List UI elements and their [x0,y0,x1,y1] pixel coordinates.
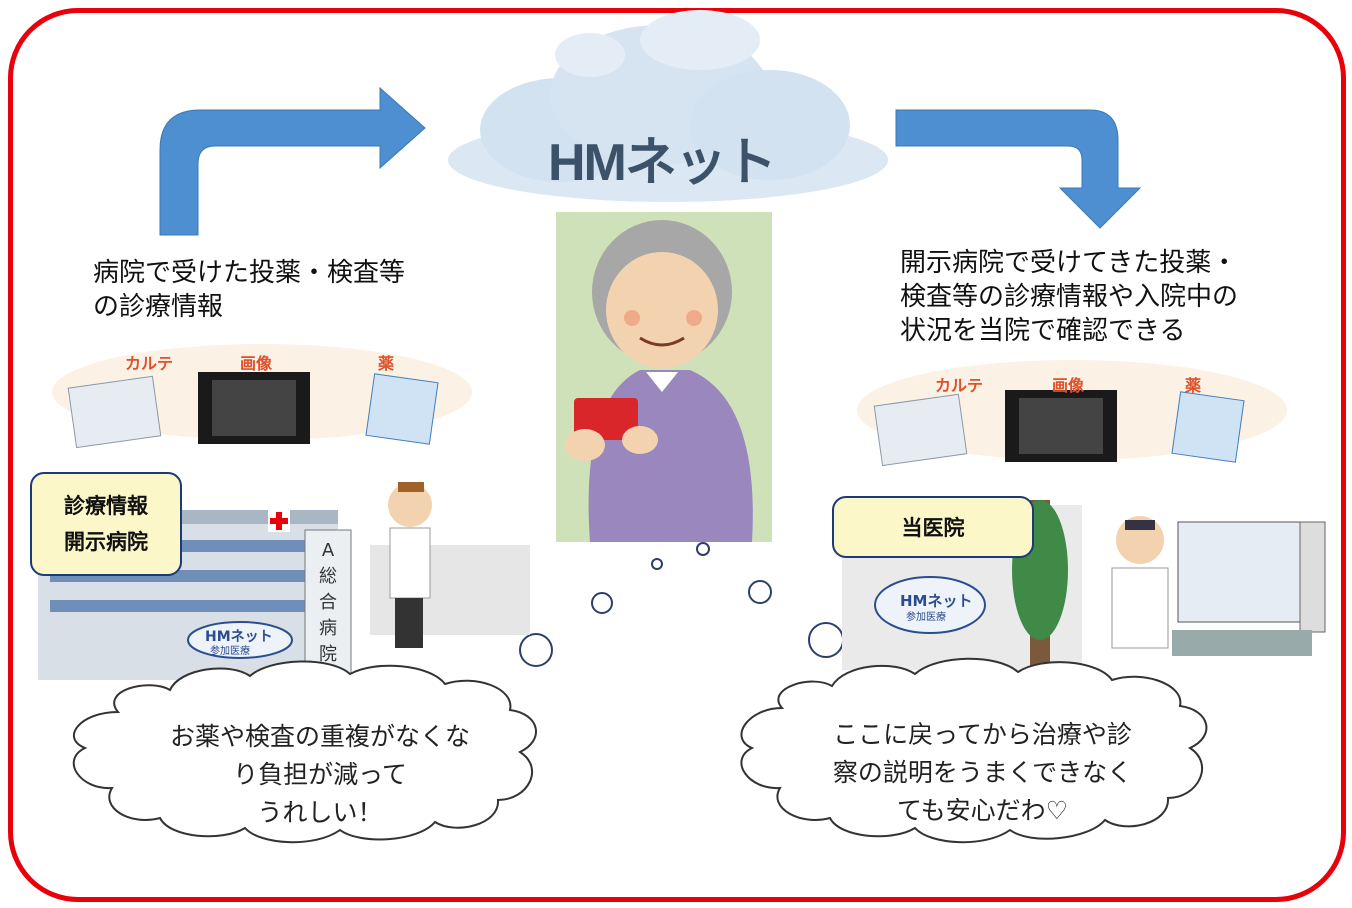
doctor-computer-illustration [1111,516,1326,656]
disclosing-hospital-label: 診療情報 開示病院 [30,472,182,576]
elderly-patient-illustration [556,212,772,542]
right-speech-cloud [740,657,1208,844]
chart-document-icon [873,393,968,467]
chart-document-icon [67,375,162,449]
right-download-arrow-icon [895,109,1142,229]
right-speech-text: ここに戻ってから治療や診 察の説明をうまくできなく ても安心だわ♡ [832,720,1133,825]
this-clinic-label: 当医院 [832,496,1034,558]
hospital-vertical-sign: A 総 合 病 院 [319,540,337,665]
medicine-sheet-icon [1171,391,1245,463]
left-records-panel [52,344,472,449]
right-plate-name: HMネット [900,592,973,610]
right-image-label: 画像 [1052,376,1085,395]
thought-bubble-dots [519,542,844,667]
medicine-sheet-icon [365,373,439,445]
hm-cloud-icon [448,10,888,202]
hm-participation-plate [187,621,293,659]
right-chart-label: カルテ [935,376,984,395]
right-description: 開示病院で受けてきた投薬・ 検査等の診療情報や入院中の 状況を当院で確認できる [900,248,1239,346]
right-plate-sub: 参加医療 [906,612,946,623]
right-medicine-label: 薬 [1185,376,1202,395]
right-records-panel [857,360,1287,467]
left-chart-label: カルテ [125,354,174,373]
doctor-desk-illustration [370,482,530,648]
left-description: 病院で受けた投薬・検査等 の診療情報 [93,258,406,322]
left-medicine-label: 薬 [378,354,395,373]
left-image-label: 画像 [240,354,273,373]
left-speech-text: お薬や検査の重複がなくな り負担が減って うれしい！ [169,722,470,827]
left-plate-sub: 参加医療 [210,646,250,657]
left-plate-name: HMネット [205,629,273,645]
hm-net-logo: HMネット [548,134,777,192]
left-upload-arrow-icon [159,86,426,236]
hm-card-icon [574,398,638,440]
hm-participation-plate [874,576,986,634]
left-speech-cloud [72,660,537,844]
red-rounded-frame [8,8,1346,902]
